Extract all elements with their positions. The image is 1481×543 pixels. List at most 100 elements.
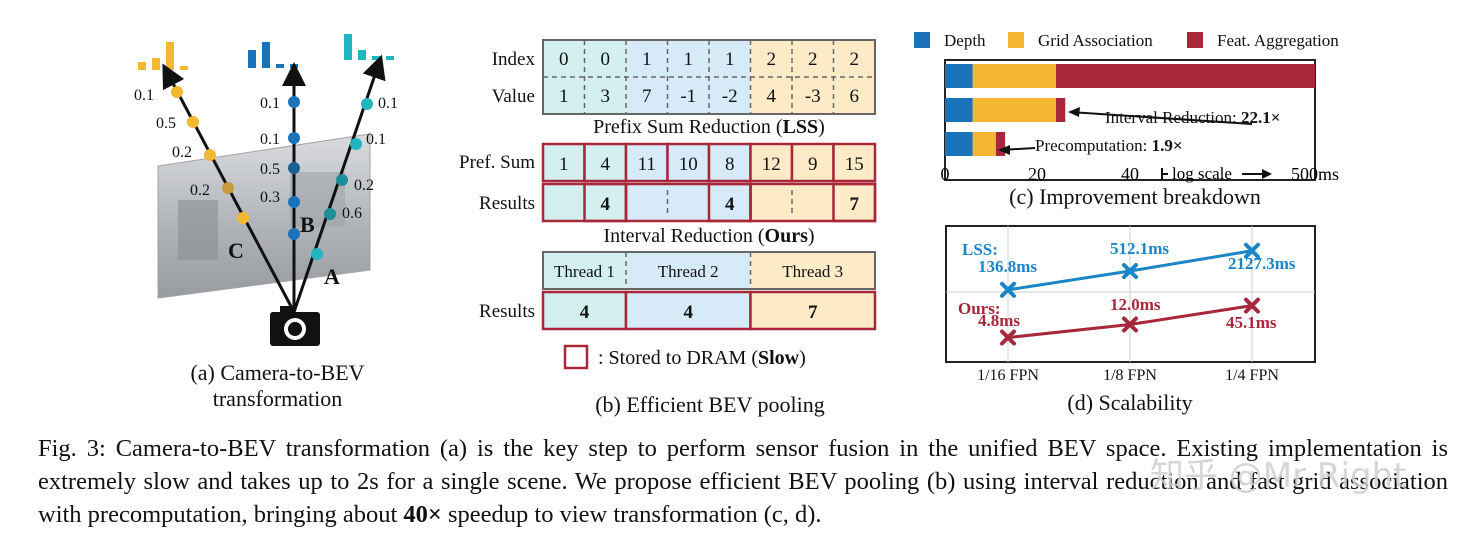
pref-sum-label: Pref. Sum [459,152,535,173]
index-value: 2 [850,49,860,70]
dram-legend-swatch [563,344,589,370]
lss-marker-1 [1122,263,1138,280]
ray-c-prob-2: 0.5 [156,115,176,132]
ray-b-prob-4: 0.3 [260,189,280,206]
ray-a-histogram [344,34,394,60]
value-cell: 6 [850,86,860,107]
results-ours-label: Results [479,301,535,322]
annot-interval-arrow [1069,111,1253,125]
value-cell: -1 [680,86,696,107]
ours-marker-0 [1000,329,1016,346]
scalability-chart: LSS:Ours:136.8ms512.1ms2127.3ms4.8ms12.0… [945,225,1316,384]
results-lss-value: 7 [850,194,860,215]
lss-marker-2 [1244,242,1260,259]
results-lss-stored [583,182,628,223]
annot-interval: Interval Reduction: 22.1× [1105,108,1280,127]
camera-icon [270,306,320,346]
legend-label-1: Grid Association [1038,31,1153,50]
ray-b-prob-1: 0.1 [260,95,280,112]
annot-interval-text: Interval Reduction: [1105,108,1241,127]
index-value: 1 [642,49,652,70]
results-lss-bg [709,184,751,221]
caption-part-1: Fig. 3: Camera-to-BEV transformation (a)… [38,435,1448,528]
legend-label-0: Depth [944,31,986,50]
index-value: 0 [601,49,611,70]
index-value: 1 [684,49,694,70]
annot-precomp-arrowhead [998,145,1010,155]
bar-1-0 [945,98,973,122]
thread-cell [750,252,875,289]
breakdown-tick-1: 20 [1028,164,1046,184]
index-value: 2 [808,49,818,70]
value-cell: 1 [559,86,569,107]
bar-2-1 [972,132,996,156]
improvement-breakdown-chart: Depth Grid Association Feat. AggregationIn… [914,31,1339,181]
legend-post: ) [799,347,806,369]
ray-c-prob-4: 0.2 [190,182,210,199]
pref-sum-value: 4 [601,154,611,175]
thread-label: Thread 3 [782,262,843,281]
interval-title-bold: Ours [765,225,809,247]
legend-label-2: Feat. Aggregation [1217,31,1339,50]
ray-c-prob-3: 0.2 [172,144,192,161]
bar-1-1 [972,98,1056,122]
ray-a-prob-3: 0.2 [354,177,374,194]
legend-swatch-0 [914,32,930,48]
caption-speedup: 40× [403,501,442,528]
pref-sum-cell [832,142,877,183]
ray-b-histogram [248,42,298,68]
index-value: 1 [725,49,735,70]
panel-d-caption: (d) Scalability [1067,390,1193,415]
ours-value-2: 45.1ms [1226,313,1277,332]
log-scale-label: log scale [1172,164,1232,183]
pref-sum-value: 15 [845,154,864,175]
annot-precomp-val: 1.9× [1152,136,1183,155]
bar-0-2 [1056,64,1315,88]
pref-sum-cell [624,142,669,183]
panel-b-caption: (b) Efficient BEV pooling [595,392,825,417]
pref-sum-value: 1 [559,154,569,175]
annot-precomp: Precomputation: 1.9× [1035,136,1183,155]
dram-legend-text: : Stored to DRAM (Slow) [598,347,806,369]
ours-marker-1 [1122,316,1138,333]
ray-a-points [311,98,373,260]
results-lss-bg [792,184,834,221]
index-value: 0 [559,49,569,70]
pref-sum-cell [749,142,794,183]
value-cell: 3 [601,86,611,107]
value-cell: 4 [767,86,777,107]
pref-sum-value: 8 [725,154,735,175]
ours-marker-2 [1244,297,1260,314]
interval-title-post: ) [808,225,815,247]
pref-sum-value: 11 [638,154,656,175]
pref-sum-cell [790,142,835,183]
results-lss-bg [833,184,875,221]
ray-c-label: C [228,238,244,263]
thread-label: Thread 2 [658,262,719,281]
results-lss-label: Results [479,193,535,214]
index-label: Index [492,49,536,70]
ours-value-0: 4.8ms [978,311,1020,330]
camera-to-bev-diagram: 0.1 0.5 0.2 0.2 0.1 0.1 0.5 0.3 0.1 0.1 … [134,34,398,346]
prefix-title-post: ) [818,116,825,138]
results-lss-stored [832,182,877,223]
results-ours-cell [749,290,877,331]
ray-a-prob-1: 0.1 [378,95,398,112]
ours-value-1: 12.0ms [1110,295,1161,314]
x-label-1: 1/8 FPN [1103,367,1157,384]
value-cell: -2 [722,86,738,107]
value-cell: -3 [805,86,821,107]
ray-a-prob-4: 0.6 [342,205,362,222]
legend-pre: : Stored to DRAM ( [598,347,758,369]
caption-part-2: speedup to view transformation (c, d). [441,501,822,528]
bar-2-0 [945,132,973,156]
x-label-2: 1/4 FPN [1225,367,1279,384]
lss-value-2: 2127.3ms [1228,254,1296,273]
legend-swatch-1 [1008,32,1024,48]
legend-bold: Slow [758,347,800,369]
results-lss-value: 4 [601,194,611,215]
breakdown-tick-3: 500ms [1291,164,1339,184]
results-ours-value: 4 [684,302,694,323]
